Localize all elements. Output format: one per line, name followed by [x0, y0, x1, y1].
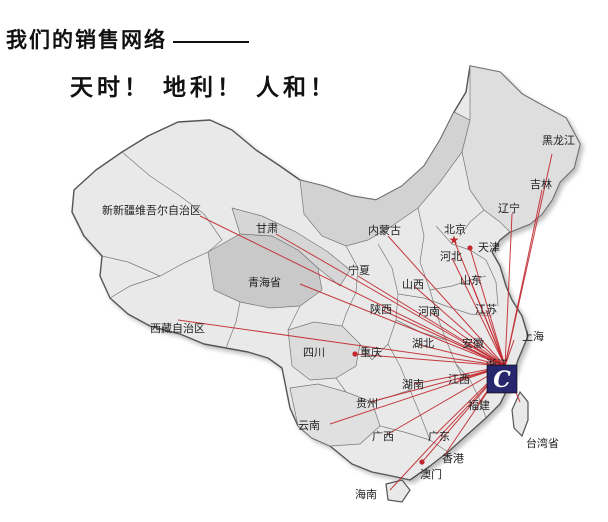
region-label-hubei: 湖北: [412, 337, 434, 350]
route-line-guizhou: [369, 365, 506, 403]
region-label-chongqing: 重庆: [360, 345, 382, 359]
route-line-tianjin: [469, 247, 506, 367]
route-line-xizang: [177, 319, 506, 367]
route-line-guangxi: [387, 365, 506, 435]
region-label-taiwan: 台湾省: [526, 436, 559, 450]
route-line-chongqing: [354, 353, 506, 367]
region-label-jiangxi: 江西: [448, 373, 470, 386]
marker-dot-chongqing: [352, 351, 358, 357]
region-label-hainan: 海南: [355, 487, 377, 501]
headline-rule: [173, 40, 249, 43]
region-label-xinjiang: 新新疆维吾尔自治区: [102, 203, 201, 217]
route-line-shanxi: [413, 285, 506, 367]
region-label-gansu: 甘肃: [256, 222, 278, 235]
region-label-shandong: 山东: [460, 274, 482, 287]
route-line-henan: [429, 311, 506, 367]
route-line-shanghai: [504, 339, 515, 367]
northeast-area: [461, 65, 581, 233]
region-label-aomen: 澳门: [420, 467, 442, 481]
region-label-tianjin: 天津: [478, 241, 500, 254]
region-label-xizang: 西藏自治区: [150, 321, 205, 335]
route-line-anhui: [469, 343, 506, 367]
region-label-xianggang: 香港: [442, 452, 464, 465]
headline-title-text: 我们的销售网络: [6, 27, 167, 52]
map-shapes: [71, 65, 581, 503]
route-line-shaanxi: [381, 309, 506, 367]
route-line-gansu: [275, 233, 506, 367]
company-logo: C: [486, 364, 518, 394]
region-label-shanghai: 上海: [522, 329, 544, 343]
marker-dot-tianjin: [467, 245, 473, 251]
region-label-beijing: 北京: [444, 222, 466, 236]
marker-dot-aomen: [419, 459, 425, 465]
gansu-area: [231, 207, 351, 287]
region-label-yunnan: 云南: [298, 419, 320, 432]
route-line-qinghai: [299, 283, 506, 367]
route-line-shandong: [469, 279, 506, 367]
region-label-ningxia: 宁夏: [348, 263, 370, 277]
hainan-island: [385, 479, 411, 503]
region-label-fujian: 福建: [468, 398, 490, 412]
route-line-liaoning: [504, 213, 513, 367]
headline-title: 我们的销售网络: [6, 24, 249, 54]
capital-star-icon: ★: [449, 233, 460, 247]
region-label-jiangsu: 江苏: [475, 303, 497, 316]
region-label-hunan: 湖南: [402, 378, 424, 391]
sichuan-area: [287, 321, 361, 381]
region-label-guangxi: 广西: [372, 430, 394, 443]
route-line-yunnan: [329, 365, 506, 425]
region-label-sichuan: 四川: [303, 346, 325, 359]
region-label-hebei: 河北: [440, 250, 462, 263]
route-line-hebei: [451, 257, 506, 367]
region-label-neimenggu: 内蒙古: [368, 223, 401, 237]
province-borders: [101, 151, 499, 453]
route-line-neimenggu: [387, 235, 506, 367]
region-label-guangdong: 广东: [428, 430, 450, 443]
location-markers: ★: [352, 233, 473, 465]
route-line-hainan: [389, 365, 506, 491]
yunnan-guizhou-area: [289, 383, 381, 447]
company-logo-letter: C: [493, 367, 511, 393]
headline-slogan: 天时！ 地利！ 人和！: [70, 74, 338, 101]
route-line-jilin: [504, 189, 543, 367]
region-label-henan: 河南: [418, 305, 440, 318]
company-logo-box: [486, 364, 518, 394]
region-label-guizhou: 贵州: [356, 397, 378, 410]
region-label-shanxi: 山西: [402, 278, 424, 291]
route-line-hubei: [419, 344, 506, 367]
taiwan-island: [511, 390, 529, 438]
region-label-anhui: 安徽: [462, 336, 484, 350]
region-label-qinghai: 青海省: [248, 275, 281, 289]
region-label-shaanxi: 陕西: [370, 302, 392, 316]
region-label-heilongjiang: 黑龙江: [542, 134, 575, 147]
route-line-jiangsu: [485, 309, 506, 367]
region-label-jilin: 吉林: [530, 177, 552, 191]
route-line-xinjiang: [199, 215, 506, 367]
region-label-liaoning: 辽宁: [498, 201, 520, 215]
